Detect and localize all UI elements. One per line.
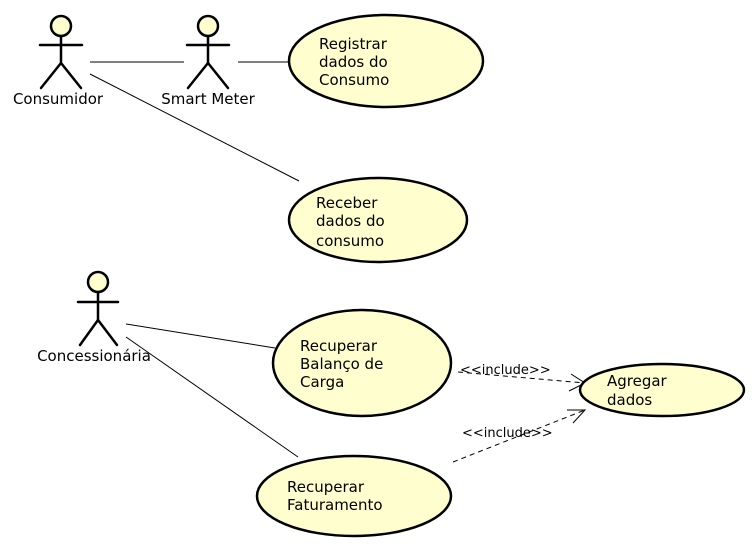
- usecase-label-line: Balanço de: [300, 355, 383, 373]
- actor-head: [49, 14, 73, 38]
- usecase-label-line: Receber: [316, 194, 378, 212]
- include-label-balanco: <<include>>: [460, 363, 551, 378]
- usecase-label-line: consumo: [316, 232, 384, 250]
- actor-label-smart-meter: Smart Meter: [161, 90, 255, 108]
- usecase-ellipse: [578, 362, 746, 418]
- usecase-label-line: Recuperar: [300, 337, 378, 355]
- usecase-ellipse: [255, 454, 453, 538]
- actor-legs: [39, 60, 83, 90]
- usecase-recuperar-faturamento: Recuperar Faturamento: [255, 454, 453, 538]
- actor-label-concessionaria: Concessionária: [37, 347, 151, 365]
- include-dependency-faturamento: [452, 409, 586, 463]
- usecase-recuperar-balanco-carga: Recuperar Balanço de Carga: [271, 308, 453, 418]
- usecase-registrar-dados-consumo: Registrar dados do Consumo: [287, 13, 485, 109]
- usecase-label-line: Recuperar: [287, 478, 365, 496]
- association-concessionaria-faturamento: [125, 336, 299, 458]
- usecase-label-line: Carga: [300, 373, 344, 391]
- usecase-label-line: dados: [607, 391, 652, 409]
- include-label-faturamento: <<include>>: [462, 426, 553, 441]
- usecase-label-line: dados do: [316, 212, 385, 230]
- usecase-label-line: Consumo: [319, 71, 389, 89]
- actor-consumidor: Consumidor: [13, 14, 104, 108]
- include-arrowhead-faturamento: [567, 409, 587, 424]
- actor-concessionaria: Concessionária: [37, 270, 151, 365]
- usecase-label-line: dados do: [319, 53, 388, 71]
- usecase-ellipse: [271, 308, 453, 418]
- usecase-label-line: Registrar: [319, 35, 388, 53]
- actor-head: [86, 270, 110, 294]
- usecase-label-line: Agregar: [607, 372, 668, 390]
- actor-legs: [186, 60, 230, 90]
- include-dependency-balanco: [457, 371, 586, 384]
- usecase-agregar-dados: Agregar dados: [578, 362, 746, 418]
- actor-legs: [78, 317, 119, 347]
- actor-head: [196, 14, 220, 38]
- actor-smart-meter: Smart Meter: [161, 14, 256, 108]
- usecase-ellipse: [287, 13, 485, 109]
- association-consumidor-receber: [89, 73, 300, 182]
- actor-label-consumidor: Consumidor: [13, 90, 104, 108]
- usecase-label-line: Faturamento: [287, 496, 383, 514]
- association-concessionaria-balanco: [125, 323, 276, 349]
- usecase-receber-dados-consumo: Receber dados do consumo: [287, 176, 469, 264]
- usecase-ellipse: [287, 176, 469, 264]
